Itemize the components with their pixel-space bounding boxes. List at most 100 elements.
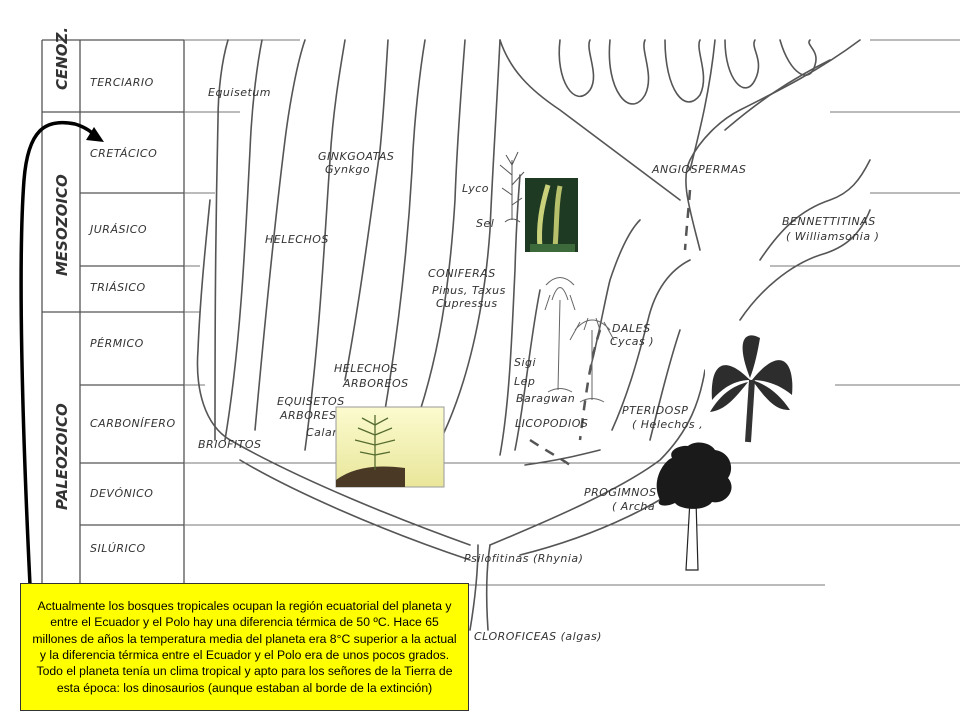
period-label-triasico: TRIÁSICO bbox=[90, 281, 146, 294]
taxon-helechos: HELECHOS bbox=[265, 233, 329, 246]
photo-background bbox=[525, 178, 578, 252]
taxon-equisetos-1: EQUISETOS bbox=[277, 395, 345, 408]
pteridosperm-lineage bbox=[611, 259, 691, 431]
bennettitales-lineage bbox=[739, 209, 871, 321]
sigillaria-base bbox=[547, 388, 573, 393]
lycopod-sketch bbox=[499, 151, 525, 220]
taxon-coniferas: CONIFERAS bbox=[428, 267, 496, 280]
trunk-line bbox=[485, 544, 491, 631]
taxon-pteridospermas: PTERIDOSP bbox=[622, 404, 688, 417]
period-label-cretacico: CRETÁCICO bbox=[90, 147, 157, 160]
lycopod-lineage bbox=[514, 289, 541, 451]
taxon-helechos-arboreos-1: HELECHOS bbox=[334, 362, 398, 375]
taxon-archaeopteris: ( Archa bbox=[612, 500, 655, 513]
taxon-labels: Equisetum GINKGOATAS Gynkgo HELECHOS Lyc… bbox=[198, 86, 879, 643]
lepidodendron-base bbox=[579, 398, 605, 403]
taxon-angiospermas: ANGIOSPERMAS bbox=[651, 163, 746, 176]
bennettitales-frond bbox=[742, 335, 760, 378]
angiosperm-lobe bbox=[608, 39, 650, 105]
taxon-calamites: Calam bbox=[306, 426, 343, 439]
ginkgo-lineage bbox=[344, 39, 389, 381]
lycopod-base bbox=[504, 218, 521, 223]
era-label-paleozoico: PALEOZOICO bbox=[53, 403, 71, 510]
taxon-williamsonia: ( Williamsonia ) bbox=[786, 230, 879, 243]
lepidodendron-sketch bbox=[569, 317, 615, 400]
taxon-ginkgo: Gynkgo bbox=[325, 163, 370, 176]
period-label-terciario: TERCIARIO bbox=[90, 76, 154, 89]
arrow-head bbox=[86, 127, 104, 142]
trunk-line bbox=[469, 544, 479, 631]
bennettitales-frond bbox=[752, 380, 790, 410]
bennettitales-illustration-image bbox=[705, 330, 798, 444]
taxon-bennettitinas: BENNETTITINAS bbox=[782, 215, 876, 228]
period-label-silurico: SILÚRICO bbox=[90, 542, 146, 555]
taxon-progimnospermas: PROGIMNOS bbox=[584, 486, 657, 499]
arrow-to-cretacico bbox=[19, 120, 104, 586]
arrow-shaft bbox=[19, 120, 98, 586]
dashed-link bbox=[683, 189, 692, 251]
lycopod-lineage bbox=[524, 449, 601, 466]
period-label-carbonifero: CARBONÍFERO bbox=[90, 417, 176, 430]
bennettitales-trunk bbox=[745, 379, 755, 443]
taxon-equisetos-2: ARBORESC bbox=[279, 409, 345, 422]
taxon-cicadales: DALES bbox=[612, 322, 651, 335]
tree-crown bbox=[656, 442, 732, 509]
angiosperm-lineage bbox=[689, 39, 716, 171]
taxon-licopodios: LICOPODIOS bbox=[515, 417, 588, 430]
conifer-lineage bbox=[409, 39, 466, 441]
taxon-pinus-taxus: Pinus, Taxus bbox=[432, 284, 506, 297]
era-label-mesozoico: MESOZOICO bbox=[53, 174, 71, 276]
taxon-cycas: Cycas ) bbox=[610, 335, 654, 348]
taxon-lepidodendron: Lep bbox=[514, 375, 535, 388]
period-label-jurasico: JURÁSICO bbox=[88, 223, 147, 236]
pteridosperm-lineage bbox=[649, 329, 681, 441]
bennettitales-frond bbox=[711, 365, 750, 400]
sigillaria-sketch bbox=[544, 277, 576, 391]
calamites-image bbox=[335, 406, 445, 488]
dashed-link bbox=[529, 438, 571, 467]
lycopod-photo-image bbox=[525, 178, 578, 252]
taxon-psilofitinas: Psilofitinas (Rhynia) bbox=[464, 552, 583, 565]
lineage-curves bbox=[196, 39, 871, 631]
angiosperm-lineage bbox=[724, 59, 831, 131]
era-label-cenozoico: CENOZ. bbox=[53, 27, 71, 90]
taxon-sigillaria: Sigi bbox=[514, 356, 536, 369]
ginkgo-lineage bbox=[384, 39, 426, 411]
angiosperm-lobe bbox=[664, 39, 705, 103]
briofitos-lineage bbox=[239, 459, 471, 561]
bennettitales-frond bbox=[752, 360, 793, 395]
dashed-link bbox=[578, 329, 602, 441]
helechos-lineage bbox=[254, 39, 306, 431]
photo-strobilus bbox=[552, 185, 563, 249]
period-label-devonico: DEVÓNICO bbox=[90, 487, 153, 500]
taxon-helechos-con-semilla: ( Helechos , bbox=[632, 418, 703, 431]
angiosperm-lobe bbox=[558, 39, 595, 97]
equisetum-lineage bbox=[224, 39, 263, 441]
time-guide-lines bbox=[184, 39, 960, 586]
taxon-cupressus: Cupressus bbox=[436, 297, 498, 310]
angiosperm-lobe bbox=[724, 39, 760, 89]
taxon-equisetum: Equisetum bbox=[208, 86, 271, 99]
caption-box: Actualmente los bosques tropicales ocupa… bbox=[20, 583, 469, 711]
angiosperm-lobe bbox=[779, 39, 817, 76]
taxon-ginkgoatas: GINKGOATAS bbox=[318, 150, 394, 163]
lycopod-lineage bbox=[499, 174, 521, 456]
conifer-lineage bbox=[429, 39, 501, 461]
briofitos-lineage bbox=[196, 199, 471, 546]
helechos-lineage bbox=[304, 39, 346, 451]
caption-text: Actualmente los bosques tropicales ocupa… bbox=[32, 599, 457, 695]
photo-strobilus bbox=[537, 184, 551, 249]
calamites-ground bbox=[336, 466, 405, 487]
calamites-whorls bbox=[354, 417, 396, 456]
period-label-permico: PÉRMICO bbox=[90, 337, 144, 350]
angiosperm-lineage bbox=[499, 39, 681, 201]
progymnosperm-lineage bbox=[489, 369, 706, 546]
bennettitales-frond bbox=[710, 382, 748, 412]
taxon-cloroficeas: CLOROFICEAS (algas) bbox=[474, 630, 602, 643]
equisetum-lineage bbox=[214, 39, 229, 441]
taxon-briofitos: BRIOFITOS bbox=[198, 438, 262, 451]
tree-trunk bbox=[685, 499, 699, 571]
bennettitales-lineage bbox=[759, 159, 871, 261]
